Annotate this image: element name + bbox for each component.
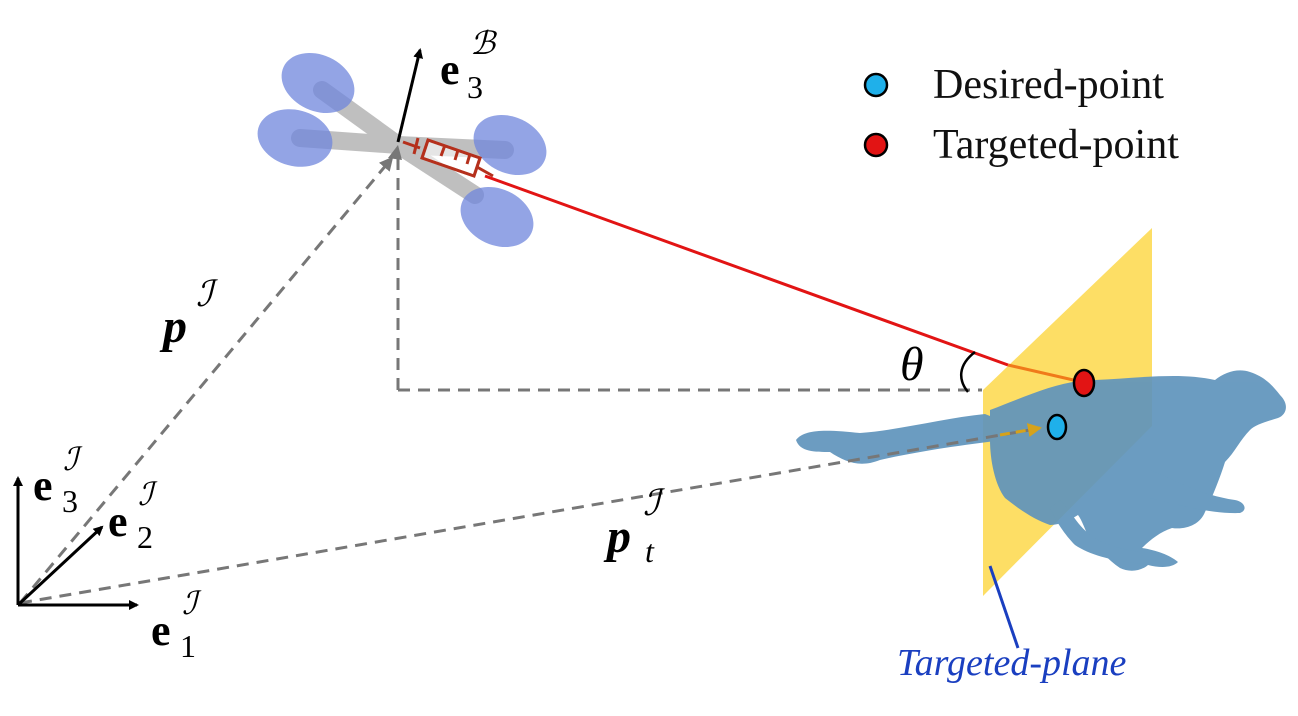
- legend-label-desired: Desired-point: [933, 62, 1164, 108]
- plane-label-pointer: [988, 565, 1020, 649]
- label-e3b-sup: ℬ: [470, 25, 498, 61]
- legend-marker-targeted: [863, 132, 889, 158]
- targeted-point: [1072, 368, 1096, 398]
- label-p-base: p: [159, 300, 187, 353]
- inertial-frame: [13, 476, 139, 610]
- laser-line: [484, 174, 1009, 367]
- label-e1-sup: ℐ: [182, 585, 202, 621]
- label-e2-sub: 2: [137, 519, 153, 555]
- label-e3b-base: e: [440, 45, 460, 94]
- label-e2-sup: ℐ: [138, 476, 158, 512]
- label-pt-base: p: [603, 510, 631, 563]
- quadcopter-icon: [257, 52, 547, 248]
- cheetah-silhouette-icon: [796, 370, 1286, 571]
- label-theta: θ: [900, 338, 924, 391]
- theta-arc: [960, 351, 976, 393]
- legend-label-targeted: Targeted-point: [933, 122, 1179, 168]
- label-e3-sub: 3: [62, 483, 78, 519]
- label-e2-base: e: [108, 497, 128, 546]
- desired-point: [1046, 413, 1068, 441]
- body-axis-arrow: [396, 48, 424, 143]
- legend: Desired-point Targeted-point: [863, 62, 1179, 168]
- reference-lines: [18, 156, 1031, 605]
- plane-label: Targeted-plane: [897, 642, 1127, 684]
- pt-arrow-tip: [999, 423, 1042, 437]
- label-pt-sup: ℐ: [643, 483, 666, 523]
- label-e1-base: e: [151, 606, 171, 655]
- syringe-icon: [402, 137, 494, 178]
- label-e1-sub: 1: [180, 628, 196, 664]
- label-e3-base: e: [33, 461, 53, 510]
- laser-line-end: [1007, 363, 1083, 384]
- label-e3b-sub: 3: [467, 69, 483, 105]
- legend-marker-desired: [863, 72, 889, 98]
- drone-center-marker: [388, 145, 402, 160]
- label-p-sup: ℐ: [196, 274, 219, 314]
- label-e3-sup: ℐ: [63, 441, 83, 477]
- label-pt-sub: t: [645, 533, 655, 569]
